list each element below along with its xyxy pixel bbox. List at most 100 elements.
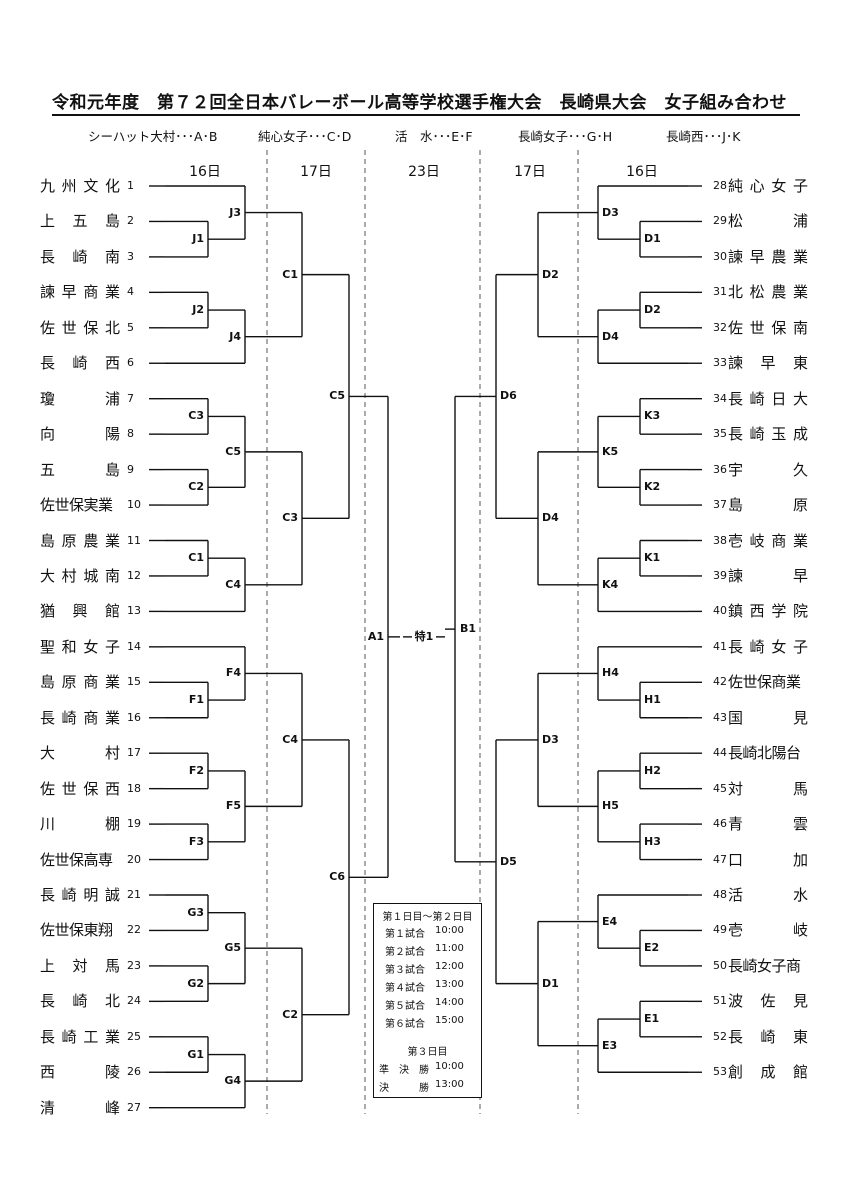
match-label: C1 [282, 267, 298, 281]
match-label: D4 [542, 511, 559, 525]
schedule-label: 第６試合 [385, 1019, 425, 1030]
team-number: 22 [127, 923, 141, 937]
schedule-header: 第１日目～第２日目 [382, 912, 473, 923]
team-name: 佐世保北 [40, 318, 120, 337]
team-name: 口加 [728, 850, 808, 869]
team-number: 14 [127, 639, 141, 653]
team-number: 42 [713, 675, 727, 689]
day-header: 17日 [514, 164, 546, 180]
match-label: D3 [542, 732, 559, 746]
match-label: K2 [644, 480, 661, 494]
team-number: 24 [127, 994, 141, 1008]
day-header: 16日 [189, 164, 221, 180]
team-number: 45 [713, 781, 727, 795]
team-number: 6 [127, 356, 134, 370]
team-name: 佐世保高専 [40, 850, 113, 869]
team-name: 壱岐 [728, 921, 808, 940]
schedule-day3-header: 第３日目 [407, 1047, 448, 1058]
match-label: D1 [644, 232, 661, 246]
match-label: E3 [602, 1038, 618, 1052]
team-name: 壱岐商業 [728, 531, 808, 550]
team-number: 9 [127, 462, 134, 476]
match-label: K3 [644, 409, 661, 423]
schedule-time: 13:00 [435, 979, 464, 990]
match-label: G5 [224, 941, 241, 955]
team-number: 28 [713, 179, 727, 192]
match-label: G2 [187, 976, 204, 990]
match-label: H2 [644, 763, 661, 777]
team-name: 佐世保南 [728, 318, 808, 337]
team-number: 35 [713, 427, 727, 441]
team-number: 26 [127, 1065, 141, 1079]
page-title: 令和元年度 第７２回全日本バレーボール高等学校選手権大会 長崎県大会 女子組み合… [52, 88, 800, 116]
team-number: 5 [127, 320, 134, 334]
team-name: 長崎日大 [728, 389, 808, 408]
team-name: 猶興館 [40, 602, 120, 621]
team-name: 諫早東 [728, 354, 808, 373]
match-label: D2 [644, 303, 661, 317]
team-name: 活水 [728, 886, 808, 904]
schedule-label: 準 決 勝 [379, 1065, 429, 1076]
team-number: 25 [127, 1029, 141, 1043]
team-number: 34 [713, 391, 727, 405]
team-number: 23 [127, 958, 141, 972]
team-number: 43 [713, 710, 727, 724]
team-name: 長崎玉成 [728, 425, 808, 444]
team-name: 上五島 [40, 212, 120, 231]
team-number: 2 [127, 214, 134, 228]
match-label: H1 [644, 693, 661, 707]
schedule-time: 12:00 [435, 961, 464, 972]
match-label: F3 [188, 834, 204, 848]
team-name: 長崎明誠 [40, 886, 120, 904]
team-name: 諫早農業 [728, 247, 808, 266]
team-name: 対馬 [728, 779, 808, 798]
match-label: D4 [602, 329, 619, 343]
team-name: 佐世保東翔 [40, 921, 113, 940]
team-number: 13 [127, 604, 141, 618]
team-name: 向陽 [40, 425, 120, 444]
team-name: 長崎北陽台 [728, 744, 801, 763]
team-number: 51 [713, 994, 727, 1008]
schedule-time: 13:00 [435, 1079, 464, 1090]
team-number: 48 [713, 888, 727, 901]
team-name: 佐世保商業 [728, 673, 801, 692]
team-name: 聖和女子 [40, 637, 120, 656]
match-label: J1 [192, 232, 204, 246]
team-name: 川棚 [40, 815, 120, 834]
team-number: 19 [127, 817, 141, 831]
team-name: 島原 [728, 496, 808, 515]
team-number: 12 [127, 568, 141, 582]
team-number: 41 [713, 639, 727, 653]
team-name: 長崎北 [40, 992, 120, 1011]
schedule-label: 第１試合 [385, 929, 425, 940]
venue-1: シーハット大村･･･A･B [88, 129, 218, 144]
match-label: D1 [542, 976, 559, 990]
team-name: 上対馬 [40, 956, 120, 975]
match-label: A1 [367, 629, 384, 643]
team-name: 長崎女子 [728, 637, 808, 656]
team-name: 九州文化 [40, 177, 120, 195]
team-number: 52 [713, 1029, 727, 1043]
final-label: 特1 [414, 629, 434, 643]
venue-5: 長崎西･･･J･K [666, 129, 741, 144]
team-name: 宇久 [728, 460, 808, 479]
team-number: 33 [713, 356, 727, 370]
schedule-label: 第３試合 [385, 965, 425, 976]
team-name: 波佐見 [728, 992, 808, 1011]
team-number: 47 [713, 852, 727, 866]
team-number: 46 [713, 817, 727, 831]
match-label: E1 [644, 1012, 660, 1026]
team-number: 18 [127, 781, 141, 795]
match-label: D6 [500, 389, 517, 403]
team-name: 長崎南 [40, 247, 120, 266]
team-name: 諫早商業 [40, 283, 120, 302]
team-number: 29 [713, 214, 727, 228]
team-number: 40 [713, 604, 727, 618]
team-name: 純心女子 [728, 177, 808, 195]
match-label: C4 [282, 732, 298, 746]
team-name: 五島 [40, 460, 120, 479]
match-label: C2 [282, 1007, 298, 1021]
schedule-label: 決 勝 [379, 1083, 429, 1094]
match-label: F4 [225, 666, 241, 680]
